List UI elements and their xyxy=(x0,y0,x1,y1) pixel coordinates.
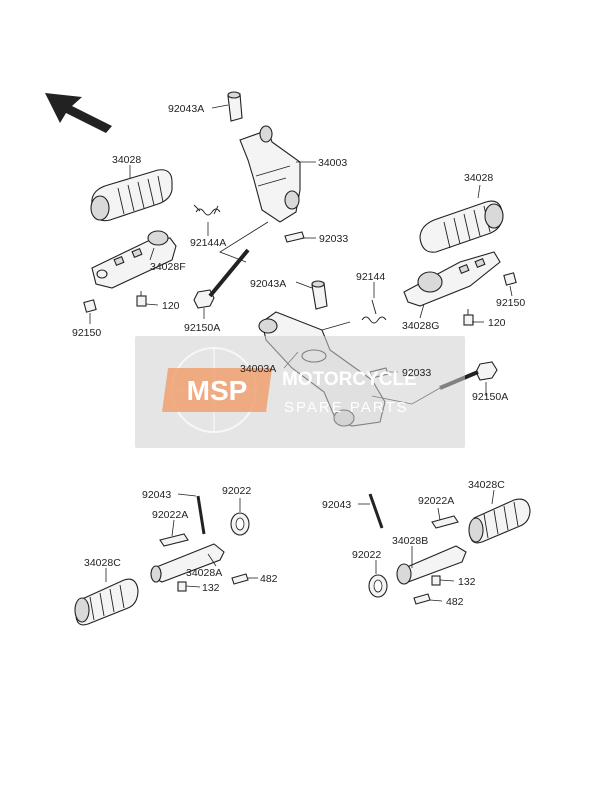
part-label: 92150 xyxy=(72,327,101,339)
direction-arrow-icon xyxy=(45,93,112,133)
part-label: 132 xyxy=(202,582,220,594)
part-label: 92043 xyxy=(142,489,171,501)
part-label: 92043A xyxy=(168,103,204,115)
part-label: 132 xyxy=(458,576,476,588)
part-label: 92033 xyxy=(319,233,348,245)
bolt-132-br xyxy=(431,575,441,586)
part-label: 34003A xyxy=(240,363,276,375)
pin-92043-bl xyxy=(196,495,206,535)
part-label: 92033 xyxy=(402,367,431,379)
part-label: 34028C xyxy=(468,479,505,491)
assembly-line-top xyxy=(219,221,269,263)
part-label: 92043A xyxy=(250,278,286,290)
plate-92022A-br xyxy=(431,515,459,529)
rubber-footpeg-right xyxy=(419,200,504,253)
watermark-logo-text: MSP xyxy=(187,375,248,406)
part-label: 92022 xyxy=(222,485,251,497)
footrest-bracket-34028G xyxy=(403,251,501,307)
watermark-line2: SPARE PARTS xyxy=(284,399,409,416)
footpeg-34028B xyxy=(396,545,467,585)
watermark-logo xyxy=(162,368,272,412)
bolt-120-left xyxy=(136,291,147,307)
part-label: 92022A xyxy=(152,509,188,521)
pin-92043-br xyxy=(368,493,384,529)
part-label: 92150A xyxy=(472,391,508,403)
plate-92022A-bl xyxy=(159,533,189,547)
part-label: 34003 xyxy=(318,157,347,169)
part-label: 92150A xyxy=(184,322,220,334)
footrest-bracket-34028F xyxy=(91,230,177,289)
part-label: 34028C xyxy=(84,557,121,569)
spring-92144A xyxy=(193,204,221,216)
pin-92043A-mid xyxy=(311,280,328,310)
cotter-482-bl xyxy=(231,573,249,585)
bolt-92150-right xyxy=(503,272,517,286)
part-label: 92150 xyxy=(496,297,525,309)
part-label: 92144 xyxy=(356,271,385,283)
washer-92022-br xyxy=(368,574,388,598)
spring-92144 xyxy=(361,299,387,324)
washer-92022-bl xyxy=(230,512,250,536)
footpeg-34028A xyxy=(150,543,225,583)
part-label: 34028F xyxy=(150,261,186,273)
clip-92033-top xyxy=(284,231,305,243)
part-label: 92144A xyxy=(190,237,226,249)
part-label: 92043 xyxy=(322,499,351,511)
part-label: 120 xyxy=(488,317,506,329)
part-label: 34028G xyxy=(402,320,439,332)
part-labels: 92043A 34003 34028 92144A 92033 34028F 1… xyxy=(72,103,525,608)
part-label: 92022A xyxy=(418,495,454,507)
part-label: 482 xyxy=(260,573,278,585)
bracket-34003 xyxy=(239,125,301,223)
bolt-132-bl xyxy=(177,581,187,592)
bolt-120-right xyxy=(463,309,474,326)
bolt-92150-left xyxy=(83,299,97,313)
part-label: 120 xyxy=(162,300,180,312)
part-label: 34028 xyxy=(112,154,141,166)
cotter-482-br xyxy=(413,593,431,605)
pivot-bolt-92150A-left xyxy=(193,248,250,309)
watermark: MSP MOTORCYCLE SPARE PARTS xyxy=(135,336,465,448)
part-label: 34028B xyxy=(392,535,428,547)
part-label: 482 xyxy=(446,596,464,608)
rubber-footpeg-34028C-bl xyxy=(74,578,139,626)
part-label: 34028A xyxy=(186,567,222,579)
rubber-footpeg-34028C-br xyxy=(468,498,531,544)
rubber-footpeg-left xyxy=(90,169,173,222)
part-label: 34028 xyxy=(464,172,493,184)
pin-92043A-top xyxy=(227,91,243,122)
part-label: 92022 xyxy=(352,549,381,561)
watermark-line1: MOTORCYCLE xyxy=(282,369,417,390)
